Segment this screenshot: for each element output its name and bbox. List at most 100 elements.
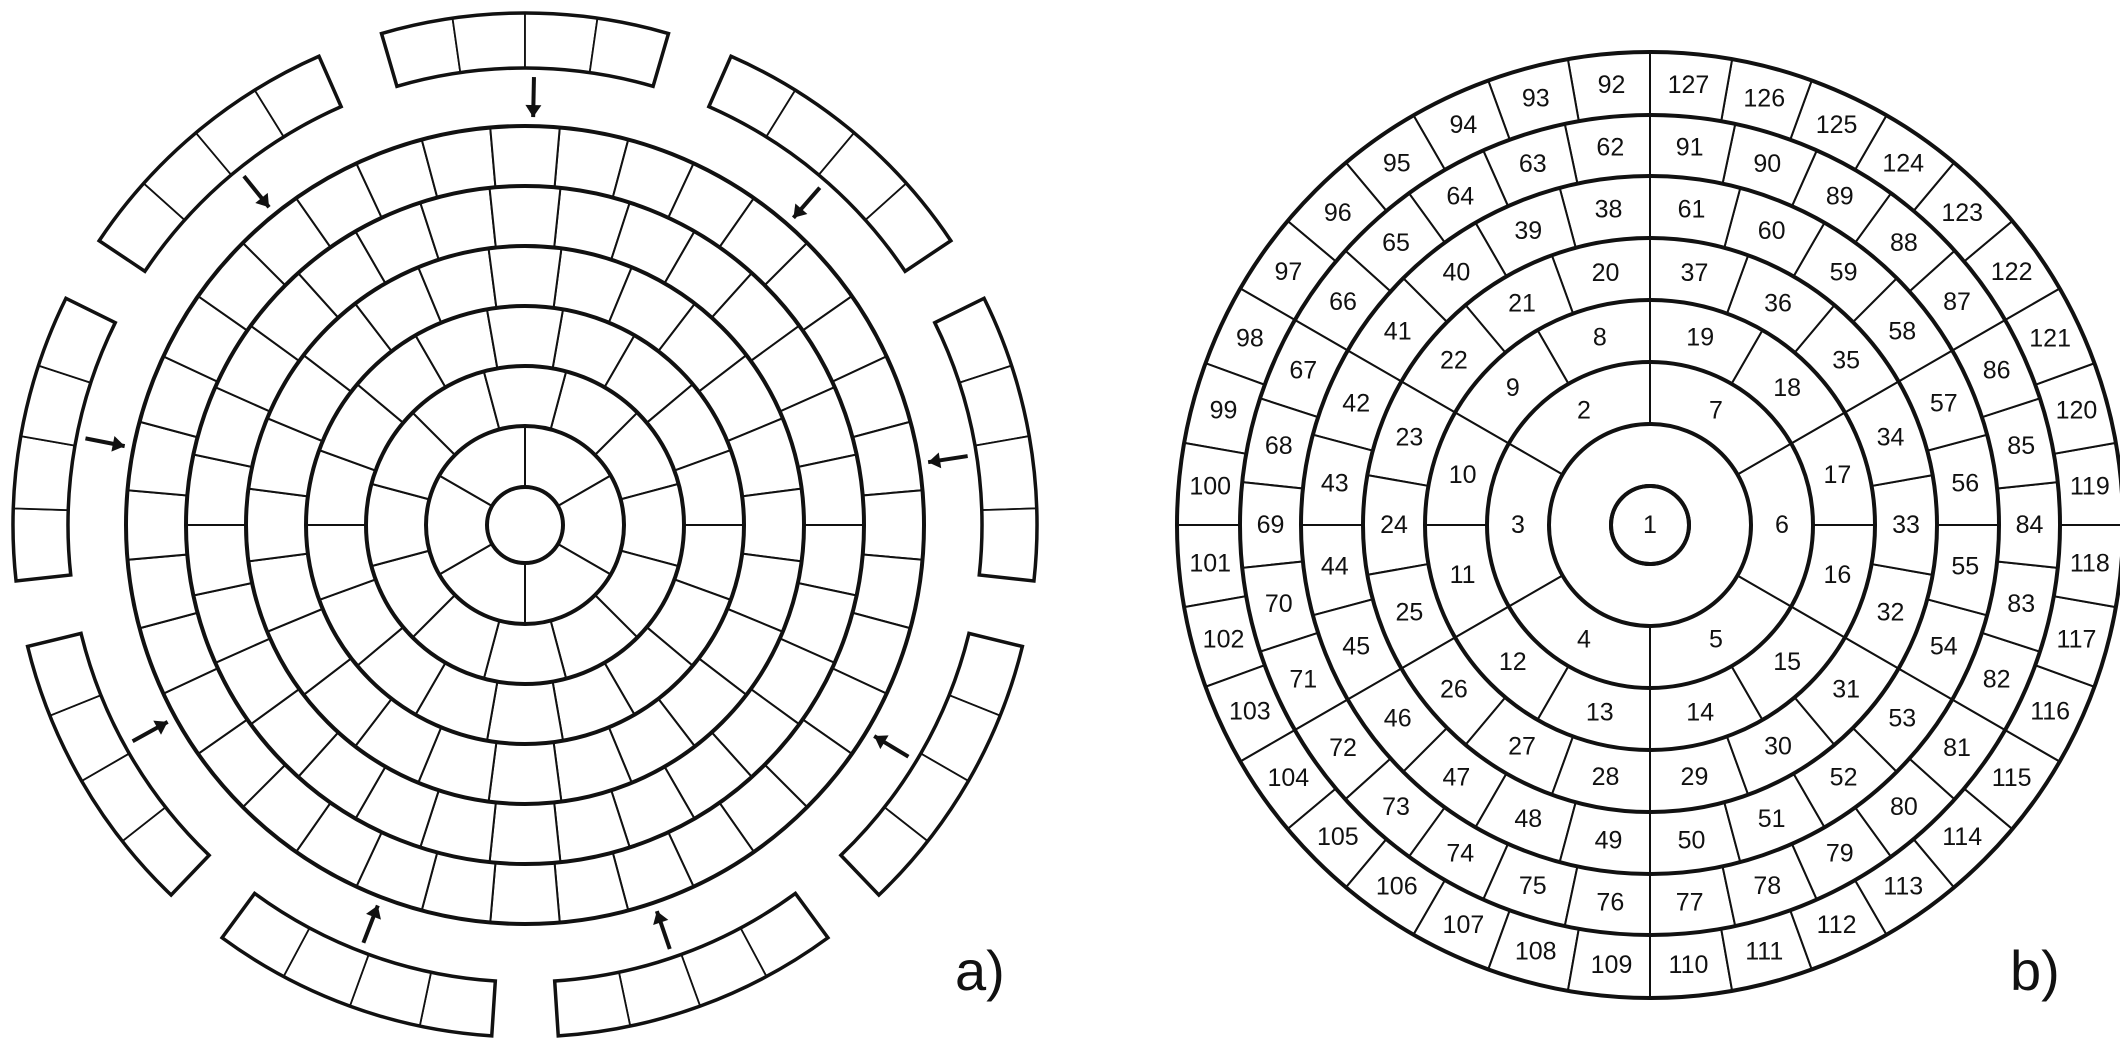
cell-label: 73 — [1382, 793, 1410, 821]
cell-label: 9 — [1506, 374, 1520, 402]
cell-label: 47 — [1443, 763, 1471, 791]
cell-label: 121 — [2029, 324, 2071, 352]
cell-label: 58 — [1888, 317, 1916, 345]
cell-label: 48 — [1514, 805, 1542, 833]
cell-label: 108 — [1515, 937, 1557, 965]
outer-block — [552, 890, 831, 1038]
cell-label: 16 — [1823, 561, 1851, 589]
ring-border — [1238, 113, 2062, 937]
panel-label-a: a) — [955, 939, 1005, 1002]
panel-label-b: b) — [2010, 939, 2060, 1002]
cell-label: 79 — [1826, 840, 1854, 868]
cell-label: 53 — [1888, 705, 1916, 733]
cell-label: 55 — [1951, 553, 1979, 581]
cell-label: 57 — [1930, 389, 1958, 417]
cell-label: 103 — [1229, 698, 1271, 726]
outer-block — [706, 53, 954, 274]
ring-border — [1423, 298, 1877, 752]
cell-label: 97 — [1274, 258, 1302, 286]
cell-label: 12 — [1499, 648, 1527, 676]
cell-label: 118 — [2070, 549, 2110, 577]
cell-label: 22 — [1440, 346, 1468, 374]
cell-label: 38 — [1595, 196, 1623, 224]
cell-label: 100 — [1189, 473, 1231, 501]
ring-cell — [488, 185, 562, 249]
cell-label: 23 — [1396, 423, 1424, 451]
cell-label: 33 — [1892, 511, 1920, 539]
cell-label: 13 — [1586, 698, 1614, 726]
cell-label: 10 — [1449, 461, 1477, 489]
cell-label: 3 — [1511, 511, 1525, 539]
cell-label: 91 — [1676, 134, 1704, 162]
ring-border — [1175, 50, 2120, 1000]
ring-border — [485, 485, 565, 565]
ring-cell — [184, 524, 254, 597]
cell-label: 89 — [1826, 182, 1854, 210]
ring-cell — [488, 801, 562, 865]
cell-label: 50 — [1678, 826, 1706, 854]
cell-label: 84 — [2016, 511, 2044, 539]
cell-label: 76 — [1596, 888, 1624, 916]
cell-label: 59 — [1830, 259, 1858, 287]
cell-label: 4 — [1577, 625, 1591, 653]
outer-block-cell — [524, 12, 599, 74]
cell-label: 64 — [1446, 182, 1474, 210]
cell-label: 117 — [2057, 625, 2097, 653]
outer-block — [932, 295, 1039, 583]
cell-label: 68 — [1265, 432, 1293, 460]
arrow-head — [928, 452, 942, 469]
arrow-head — [111, 435, 125, 452]
cell-label: 7 — [1709, 397, 1723, 425]
ring-border — [1485, 360, 1815, 690]
cell-label: 37 — [1681, 259, 1709, 287]
cell-label: 17 — [1823, 461, 1851, 489]
cell-label: 95 — [1383, 149, 1411, 177]
cell-label: 36 — [1764, 289, 1792, 317]
cell-label: 80 — [1890, 793, 1918, 821]
cell-label: 49 — [1595, 826, 1623, 854]
cell-label: 62 — [1596, 134, 1624, 162]
cell-label: 126 — [1743, 85, 1785, 113]
ring-cell — [487, 741, 563, 805]
cell-label: 122 — [1991, 258, 2033, 286]
cell-label: 51 — [1758, 805, 1786, 833]
outer-block — [25, 631, 212, 898]
cell-label: 21 — [1508, 289, 1536, 317]
cell-label: 28 — [1592, 763, 1620, 791]
cell-label: 20 — [1592, 259, 1620, 287]
cell-label: 46 — [1384, 705, 1412, 733]
ring-border — [1299, 174, 2001, 876]
cell-label: 109 — [1591, 951, 1633, 979]
cell-label: 127 — [1668, 71, 1710, 99]
cell-label: 123 — [1941, 199, 1983, 227]
cell-label: 43 — [1321, 469, 1349, 497]
cell-label: 24 — [1380, 511, 1408, 539]
ring-cell — [485, 680, 565, 745]
cell-label: 99 — [1210, 397, 1238, 425]
cell-label: 34 — [1877, 423, 1905, 451]
cell-label: 125 — [1816, 111, 1858, 139]
cell-label: 69 — [1257, 511, 1285, 539]
ring-border — [304, 304, 746, 746]
ring-border — [1609, 484, 1691, 566]
cell-label: 81 — [1943, 734, 1971, 762]
cell-label: 66 — [1329, 288, 1357, 316]
cell-label: 112 — [1817, 911, 1857, 939]
cell-label: 82 — [1983, 665, 2011, 693]
cell-label: 74 — [1446, 840, 1474, 868]
cell-label: 44 — [1321, 553, 1349, 581]
ring-border — [424, 424, 626, 626]
outer-block-cell — [12, 507, 72, 582]
outer-block — [379, 11, 671, 89]
ring-border — [1547, 422, 1753, 628]
cell-label: 96 — [1324, 199, 1352, 227]
cell-label: 29 — [1681, 763, 1709, 791]
cell-label: 87 — [1943, 288, 1971, 316]
cell-label: 93 — [1522, 85, 1550, 113]
cell-label: 42 — [1342, 389, 1370, 417]
arrow-head — [366, 905, 381, 920]
cell-label: 63 — [1519, 150, 1547, 178]
ring-cell — [482, 365, 568, 431]
